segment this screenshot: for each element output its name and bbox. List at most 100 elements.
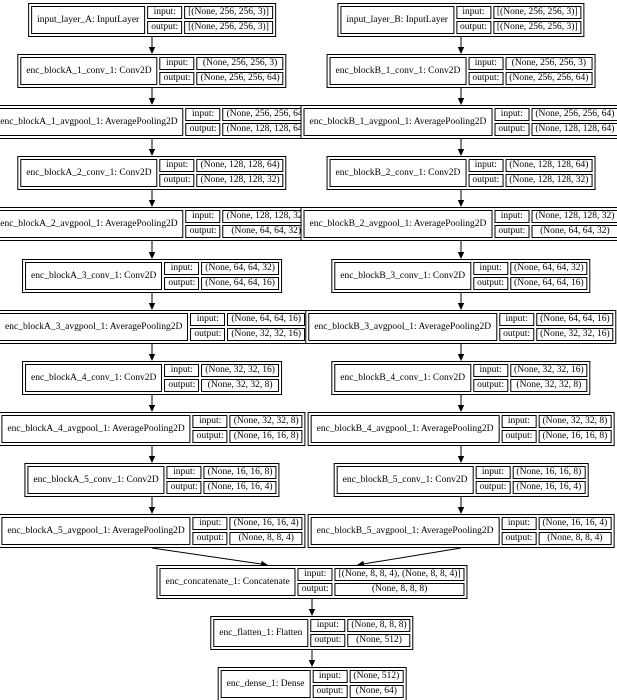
output-shape-value: (None, 256, 256, 64) — [196, 72, 284, 85]
input-field-label: input: — [190, 313, 226, 326]
arrowhead-icon — [457, 47, 465, 54]
layer-name-and-type: enc_blockB_4_conv_1: Conv2D — [334, 364, 472, 392]
output-shape-value: (None, 64, 64, 32) — [222, 225, 310, 238]
layer-node-input_layer_A: input_layer_A: InputLayer input: [(None,… — [28, 3, 276, 37]
layer-name-and-type: enc_blockA_4_avgpool_1: AveragePooling2D — [1, 415, 191, 443]
input-shape-value: (None, 256, 256, 3) — [505, 57, 593, 70]
layer-node-enc_blockA_3_conv_1: enc_blockA_3_conv_1: Conv2D input: (None… — [22, 259, 282, 293]
layer-name-and-type: enc_blockB_1_conv_1: Conv2D — [329, 57, 467, 85]
arrowhead-icon — [148, 354, 156, 361]
layer-name-and-type: enc_blockA_3_avgpool_1: AveragePooling2D — [0, 313, 189, 341]
input-shape-value: [(None, 256, 256, 3)] — [492, 6, 582, 19]
input-field-label: input: — [499, 313, 535, 326]
input-field-label: input: — [159, 57, 195, 70]
arrowhead-icon — [148, 252, 156, 259]
arrowhead-icon — [148, 200, 156, 207]
output-field-label: output: — [147, 21, 183, 34]
output-shape-value: (None, 64, 64, 16) — [201, 277, 279, 290]
output-shape-value: [(None, 256, 256, 3)] — [492, 21, 582, 34]
layer-node-enc_blockB_1_conv_1: enc_blockB_1_conv_1: Conv2D input: (None… — [326, 54, 596, 88]
input-field-label: input: — [297, 568, 333, 581]
output-field-label: output: — [475, 481, 511, 494]
output-field-label: output: — [468, 72, 504, 85]
output-shape-value: [(None, 256, 256, 3)] — [184, 21, 273, 34]
output-field-label: output: — [473, 277, 509, 290]
input-shape-value: (None, 256, 256, 64) — [222, 108, 310, 121]
layer-node-enc_blockA_3_avgpool_1: enc_blockA_3_avgpool_1: AveragePooling2D… — [0, 310, 308, 344]
arrowhead-icon — [148, 405, 156, 412]
input-shape-value: (None, 32, 32, 16) — [201, 364, 279, 377]
output-shape-value: (None, 512) — [347, 634, 411, 647]
input-field-label: input: — [494, 108, 530, 121]
input-field-label: input: — [312, 670, 348, 683]
output-field-label: output: — [192, 532, 228, 545]
input-field-label: input: — [192, 517, 228, 530]
output-field-label: output: — [494, 225, 530, 238]
output-shape-value: (None, 256, 256, 64) — [505, 72, 593, 85]
output-shape-value: (None, 8, 8, 8) — [334, 583, 465, 596]
input-field-label: input: — [501, 517, 537, 530]
input-shape-value: (None, 32, 32, 8) — [229, 415, 303, 428]
layer-node-enc_blockB_4_conv_1: enc_blockB_4_conv_1: Conv2D input: (None… — [331, 361, 591, 395]
layer-node-enc_blockA_4_avgpool_1: enc_blockA_4_avgpool_1: AveragePooling2D… — [0, 412, 306, 446]
input-shape-value: (None, 64, 64, 16) — [227, 313, 305, 326]
layer-name-and-type: enc_blockB_5_conv_1: Conv2D — [336, 466, 474, 494]
arrowhead-icon — [148, 149, 156, 156]
arrowhead-icon — [148, 456, 156, 463]
arrowhead-icon — [148, 47, 156, 54]
input-field-label: input: — [473, 364, 509, 377]
output-shape-value: (None, 8, 8, 4) — [538, 532, 612, 545]
input-field-label: input: — [164, 364, 200, 377]
arrowhead-icon — [457, 200, 465, 207]
arrowhead-icon — [457, 252, 465, 259]
input-shape-value: (None, 128, 128, 32) — [222, 210, 310, 223]
output-field-label: output: — [455, 21, 491, 34]
arrowhead-icon — [308, 609, 316, 616]
output-shape-value: (None, 16, 16, 4) — [512, 481, 586, 494]
layer-name-and-type: enc_blockA_5_avgpool_1: AveragePooling2D — [1, 517, 191, 545]
input-field-label: input: — [501, 415, 537, 428]
output-field-label: output: — [499, 328, 535, 341]
output-shape-value: (None, 64) — [349, 685, 404, 698]
layer-node-enc_blockA_4_conv_1: enc_blockA_4_conv_1: Conv2D input: (None… — [22, 361, 282, 395]
output-field-label: output: — [159, 72, 195, 85]
output-field-label: output: — [312, 685, 348, 698]
output-shape-value: (None, 8, 8, 4) — [229, 532, 303, 545]
input-shape-value: (None, 16, 16, 8) — [512, 466, 586, 479]
layer-node-enc_blockB_1_avgpool_1: enc_blockB_1_avgpool_1: AveragePooling2D… — [300, 105, 617, 139]
input-shape-value: (None, 64, 64, 32) — [201, 262, 279, 275]
arrowhead-icon — [148, 507, 156, 514]
output-shape-value: (None, 64, 64, 16) — [510, 277, 588, 290]
input-shape-value: (None, 64, 64, 16) — [536, 313, 614, 326]
arrowhead-icon — [457, 98, 465, 105]
output-field-label: output: — [192, 430, 228, 443]
arrowhead-icon — [148, 98, 156, 105]
layer-name-and-type: enc_blockA_2_conv_1: Conv2D — [20, 159, 158, 187]
layer-name-and-type: enc_concatenate_1: Concatenate — [159, 568, 296, 596]
output-shape-value: (None, 16, 16, 8) — [229, 430, 303, 443]
output-shape-value: (None, 32, 32, 16) — [227, 328, 305, 341]
output-field-label: output: — [494, 123, 530, 136]
layer-node-enc_blockA_2_conv_1: enc_blockA_2_conv_1: Conv2D input: (None… — [17, 156, 287, 190]
layer-name-and-type: enc_blockA_4_conv_1: Conv2D — [25, 364, 163, 392]
arrowhead-icon — [457, 405, 465, 412]
layer-name-and-type: enc_blockA_1_conv_1: Conv2D — [20, 57, 158, 85]
layer-name-and-type: input_layer_A: InputLayer — [31, 6, 146, 34]
output-field-label: output: — [190, 328, 226, 341]
output-shape-value: (None, 128, 128, 32) — [505, 174, 593, 187]
output-shape-value: (None, 128, 128, 64) — [531, 123, 617, 136]
layer-name-and-type: enc_blockA_5_conv_1: Conv2D — [27, 466, 165, 494]
layer-name-and-type: enc_blockB_4_avgpool_1: AveragePooling2D — [310, 415, 500, 443]
input-field-label: input: — [185, 108, 221, 121]
arrowhead-icon — [148, 303, 156, 310]
input-shape-value: (None, 16, 16, 8) — [203, 466, 277, 479]
input-shape-value: (None, 64, 64, 32) — [510, 262, 588, 275]
layer-node-enc_blockA_5_avgpool_1: enc_blockA_5_avgpool_1: AveragePooling2D… — [0, 514, 306, 548]
input-field-label: input: — [468, 159, 504, 172]
input-field-label: input: — [468, 57, 504, 70]
input-field-label: input: — [455, 6, 491, 19]
output-shape-value: (None, 128, 128, 64) — [222, 123, 310, 136]
input-field-label: input: — [185, 210, 221, 223]
arrowhead-icon — [457, 149, 465, 156]
